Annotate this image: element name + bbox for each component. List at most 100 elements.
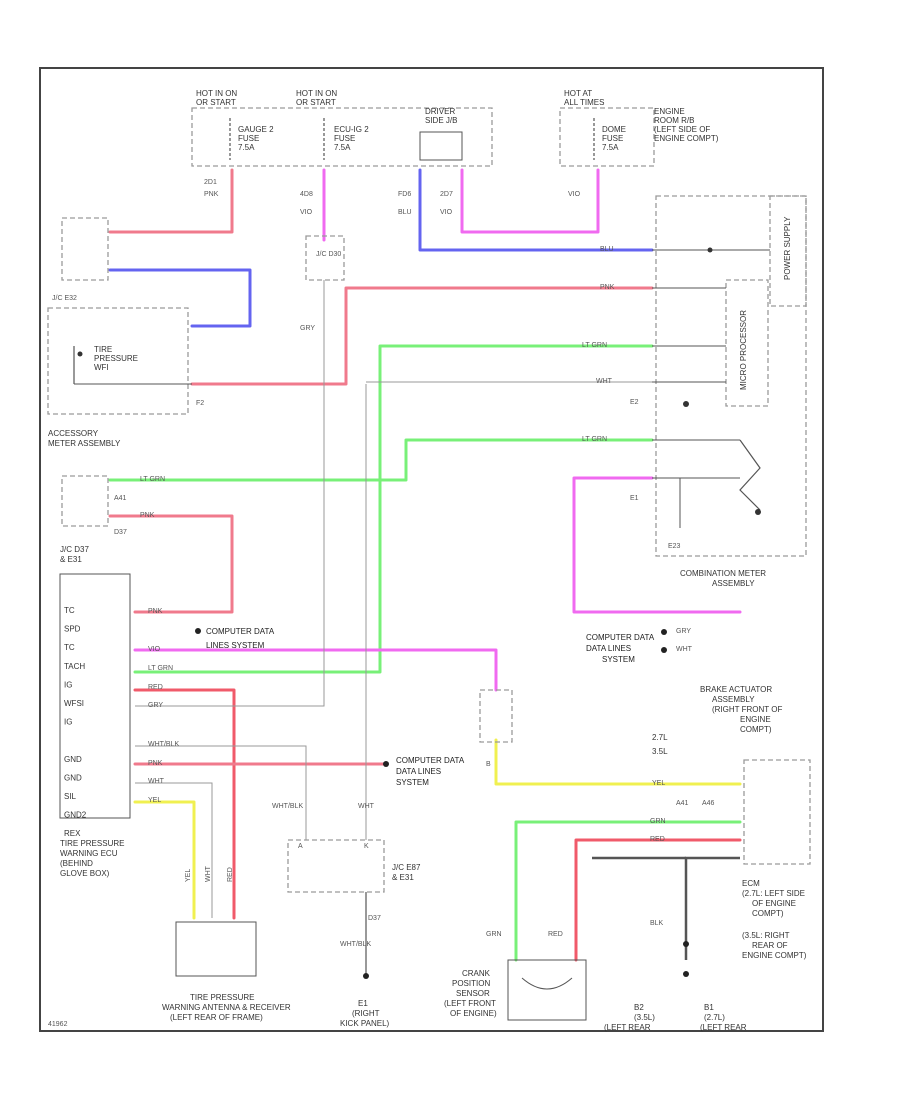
brake-label2: ASSEMBLY <box>712 695 755 704</box>
wire-label-vio-4: VIO <box>148 646 161 653</box>
wire-label-pnk-3: PNK <box>140 512 155 519</box>
wire-label-whtblk-2: WHT/BLK <box>272 803 303 810</box>
ecu-pin-label: IG <box>64 680 72 689</box>
fuse1-amp: 7.5A <box>238 143 255 152</box>
wire-label-pnk-5: PNK <box>148 760 163 767</box>
engine-27: 2.7L <box>652 733 668 742</box>
wire-label-yel-2: YEL <box>652 780 665 787</box>
wire-ltgrn-1 <box>108 438 654 482</box>
ecm-label7: ENGINE COMPT) <box>742 951 807 960</box>
wire-yel-brake <box>494 738 742 786</box>
ecm-label5: (3.5L: RIGHT <box>742 931 790 940</box>
brake-label3: (RIGHT FRONT OF <box>712 705 782 714</box>
engine-35: 3.5L <box>652 747 668 756</box>
wire-label-wht-4: WHT <box>358 803 375 810</box>
crank-label3: SENSOR <box>456 989 490 998</box>
conn-2d7: 2D7 <box>440 191 453 198</box>
ground-b1-l2: (LEFT REAR <box>700 1023 747 1032</box>
ecu-pin-label: SIL <box>64 792 77 801</box>
wire-pnk-gauge <box>108 168 234 234</box>
brake-label4: ENGINE <box>740 715 771 724</box>
acc-sensor-label2: PRESSURE <box>94 354 138 363</box>
wire-yel-rex <box>133 800 196 920</box>
wire-label-red-2: RED <box>650 836 665 843</box>
wire-blu-jb <box>418 168 654 252</box>
jc-e87-label1: J/C E87 <box>392 863 421 872</box>
data-line-label-5: SYSTEM <box>396 778 429 787</box>
ground-b2-l2: (LEFT REAR <box>604 1023 651 1032</box>
wire-label-ltgrn-2: LT GRN <box>582 436 607 443</box>
data-line-label-8: SYSTEM <box>602 655 635 664</box>
fuse-block-gauge: HOT IN ON OR START GAUGE 2 FUSE 7.5A HOT… <box>191 89 493 167</box>
ground-e1: E1 (RIGHT KICK PANEL) <box>340 999 390 1028</box>
conn-e23: E23 <box>668 543 681 550</box>
ecu-pin-label: GND <box>64 755 82 764</box>
computer-data-callout-2: COMPUTER DATA DATA LINES SYSTEM <box>383 756 465 787</box>
antenna-label3: (LEFT REAR OF FRAME) <box>170 1013 263 1022</box>
data-line-label-3: COMPUTER DATA <box>396 756 465 765</box>
engine-rb-label2: ROOM R/B <box>654 116 694 125</box>
engine-rb-label4: ENGINE COMPT) <box>654 134 719 143</box>
wire-pnk-jc <box>108 514 234 614</box>
wire-blu-acc <box>108 268 252 328</box>
ecu-label1: TIRE PRESSURE <box>60 839 124 848</box>
jc-d30-label: J/C D30 <box>316 251 341 258</box>
wire-vio-jb <box>460 168 600 234</box>
conn-f2: F2 <box>196 400 204 407</box>
fuse2-hot-label: HOT IN ON <box>296 89 337 98</box>
ecm-label4: COMPT) <box>752 909 784 918</box>
conn-a41: A41 <box>676 800 689 807</box>
fuse3-name2: FUSE <box>602 134 623 143</box>
wire-label-red-3: RED <box>548 931 563 938</box>
ecu-pin-label: SPD <box>64 625 81 634</box>
wire-vio-meter <box>572 476 742 614</box>
combination-meter: POWER SUPPLY MICRO PROCESSOR E2 E1 E23 C… <box>582 195 807 588</box>
crank-label5: OF ENGINE) <box>450 1009 497 1018</box>
wire-label-vio-2: VIO <box>440 209 453 216</box>
wire-label-gry-2: GRY <box>148 702 163 709</box>
wire-vio-tach <box>133 648 498 692</box>
fuse1-name: GAUGE 2 <box>238 125 274 134</box>
ground-b1-l1: (2.7L) <box>704 1013 725 1022</box>
antenna-label1: TIRE PRESSURE <box>190 993 254 1002</box>
ground-e1-label: E1 <box>358 999 368 1008</box>
computer-data-callout-1: COMPUTER DATA LINES SYSTEM <box>195 627 275 650</box>
fuse1-hot-label: HOT IN ON <box>196 89 237 98</box>
conn-4d8: 4D8 <box>300 191 313 198</box>
engine-rb-label: ENGINE <box>654 107 685 116</box>
wire-label-grn-1: GRN <box>650 818 666 825</box>
ecu-pin-label: GND <box>64 773 82 782</box>
driver-jb-label: DRIVER <box>425 107 455 116</box>
wire-label-whtblk: WHT/BLK <box>148 741 179 748</box>
wire-label-ltgrn-3: LT GRN <box>140 476 165 483</box>
wire-label-vio-1: VIO <box>300 209 313 216</box>
tire-pressure-antenna: TIRE PRESSURE WARNING ANTENNA & RECEIVER… <box>162 865 291 1022</box>
wire-pnk-acc <box>190 286 654 386</box>
combo-meter-label2: ASSEMBLY <box>712 579 755 588</box>
wire-gry-1 <box>135 280 325 707</box>
fuse2-name: ECU-IG 2 <box>334 125 369 134</box>
conn-d37-upper: D37 <box>114 529 127 536</box>
wire-ltgrn-2 <box>133 344 654 674</box>
ground-e1-l1: (RIGHT <box>352 1009 380 1018</box>
wire-label-wht-2: WHT <box>148 778 165 785</box>
ecu-label4: GLOVE BOX) <box>60 869 110 878</box>
data-line-label-2: LINES SYSTEM <box>206 641 265 650</box>
crank-label4: (LEFT FRONT <box>444 999 496 1008</box>
conn-b: B <box>486 761 491 768</box>
ecm-label3: OF ENGINE <box>752 899 796 908</box>
crank-label1: CRANK <box>462 969 491 978</box>
fuse3-hot2-label: ALL TIMES <box>564 98 604 107</box>
conn-e2: E2 <box>630 399 639 406</box>
ecu-pin-label: TC <box>64 643 75 652</box>
combo-meter-label1: COMBINATION METER <box>680 569 766 578</box>
ecu-pin-label: IG <box>64 718 72 727</box>
ground-e1-l2: KICK PANEL) <box>340 1019 390 1028</box>
right-grounds: B2 (3.5L) (LEFT REAR B1 (2.7L) (LEFT REA… <box>604 941 747 1032</box>
accessory-meter: J/C E32 TIRE PRESSURE WFI ACCESSORY METE… <box>47 217 204 448</box>
fuse2-name2: FUSE <box>334 134 355 143</box>
fuse2-amp: 7.5A <box>334 143 351 152</box>
ecu-pin-label: GND2 <box>64 811 87 820</box>
data-line-label-1: COMPUTER DATA <box>206 627 275 636</box>
acc-meter-label1: ACCESSORY <box>48 429 99 438</box>
